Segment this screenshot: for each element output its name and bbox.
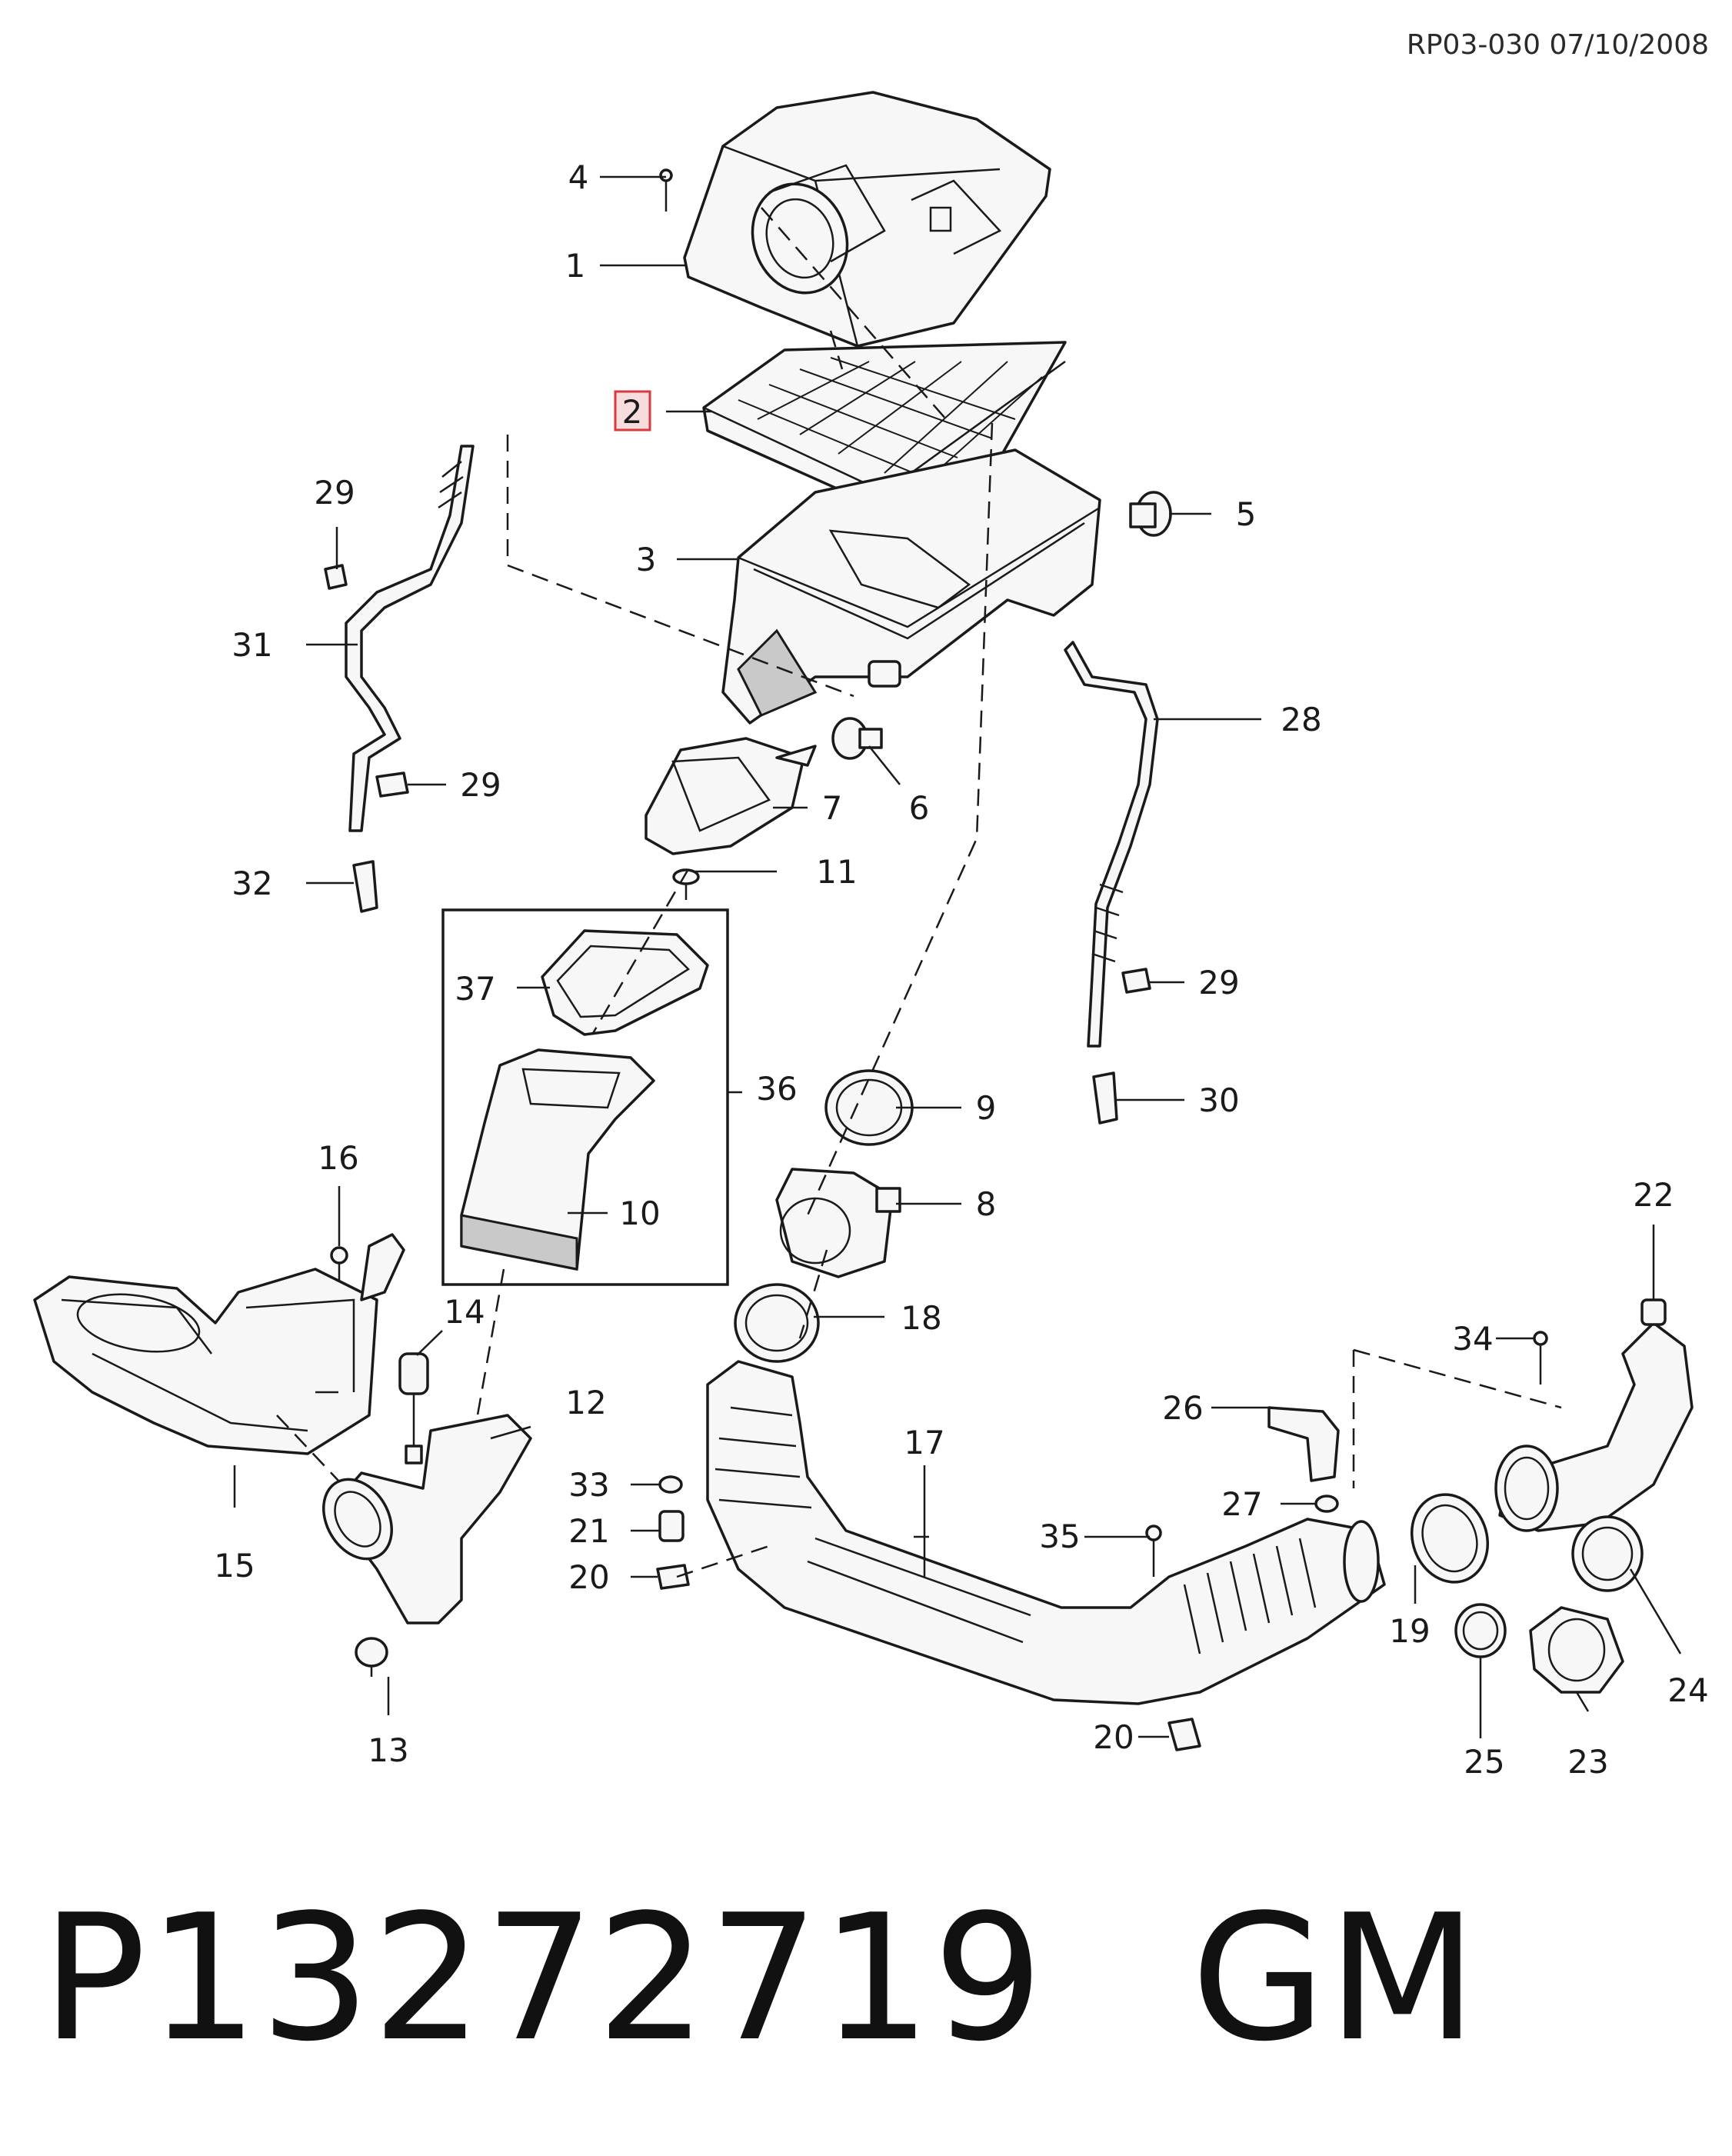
callout-20-upper: 20 (568, 1558, 609, 1596)
callout-13: 13 (368, 1731, 408, 1769)
callout-8: 8 (976, 1185, 997, 1223)
callout-25: 25 (1464, 1743, 1504, 1781)
callout-33: 33 (568, 1466, 609, 1504)
callout-4: 4 (568, 158, 589, 196)
callout-1: 1 (565, 247, 586, 285)
callout-2[interactable]: 2 (622, 393, 643, 431)
callout-27: 27 (1221, 1485, 1262, 1523)
callout-20-lower: 20 (1093, 1718, 1134, 1756)
connector-30[interactable] (1092, 1071, 1118, 1125)
nut-27[interactable] (1314, 1495, 1339, 1513)
bracket-26[interactable] (1267, 1406, 1340, 1482)
callout-19: 19 (1389, 1612, 1430, 1650)
highlight-box-2 (614, 390, 651, 432)
air-cleaner-lower-housing[interactable] (721, 448, 1101, 725)
part-number: P13272719 (42, 1878, 1045, 2080)
callout-29-top: 29 (314, 474, 355, 512)
callout-28: 28 (1281, 701, 1321, 738)
callout-29-mid: 29 (460, 766, 501, 804)
callout-12: 12 (565, 1384, 606, 1421)
kit-36-frame (441, 908, 729, 1286)
callout-37: 37 (455, 970, 495, 1008)
hose-clamp-29b[interactable] (375, 771, 409, 798)
callout-11: 11 (816, 853, 857, 891)
callout-34: 34 (1452, 1320, 1493, 1358)
reference-code: RP03-030 07/10/2008 (1406, 29, 1709, 61)
callout-9: 9 (976, 1089, 997, 1127)
callout-29-right: 29 (1198, 964, 1239, 1001)
bolt-35[interactable] (1145, 1525, 1162, 1577)
air-cleaner-cover[interactable] (683, 91, 1051, 348)
clamp-25[interactable] (1454, 1603, 1507, 1658)
leader-lines (233, 175, 1682, 1738)
callout-labels: 4 1 2 3 5 6 7 11 37 36 10 9 8 18 17 16 1… (214, 158, 1708, 1781)
brand-name: GM (1191, 1878, 1479, 2080)
bolt-16[interactable] (330, 1246, 348, 1281)
clamp-19[interactable] (1400, 1484, 1500, 1593)
bracket-16[interactable] (360, 1233, 405, 1301)
bolt-34[interactable] (1533, 1331, 1548, 1385)
callout-36: 36 (756, 1070, 797, 1108)
callout-21: 21 (568, 1512, 609, 1550)
fastener-11[interactable] (672, 868, 700, 900)
callout-32: 32 (231, 865, 272, 902)
callout-23: 23 (1567, 1743, 1608, 1781)
hose-clamp-29c[interactable] (1121, 968, 1151, 994)
mass-airflow-sensor-8[interactable] (775, 1168, 901, 1278)
intake-duct-7[interactable] (645, 737, 817, 855)
callout-14: 14 (444, 1293, 485, 1331)
callout-15: 15 (214, 1547, 255, 1585)
grommet-14[interactable] (398, 1352, 429, 1465)
connector-32[interactable] (352, 860, 378, 913)
grommet-13[interactable] (355, 1637, 388, 1677)
callout-6: 6 (909, 789, 930, 827)
nut-33[interactable] (658, 1475, 683, 1494)
callout-30: 30 (1198, 1081, 1239, 1119)
assembly-dash-lines (276, 207, 1562, 1578)
callout-7: 7 (822, 789, 843, 827)
seal-37[interactable] (541, 929, 709, 1036)
callout-35: 35 (1039, 1518, 1080, 1555)
grommet-5[interactable] (1129, 491, 1172, 537)
callout-24: 24 (1667, 1671, 1708, 1709)
callout-10: 10 (619, 1195, 660, 1232)
pcv-hose-31[interactable] (345, 445, 475, 832)
callout-17: 17 (904, 1424, 944, 1461)
duct-10[interactable] (460, 1048, 655, 1271)
callout-18: 18 (901, 1299, 941, 1337)
callout-3: 3 (636, 541, 657, 578)
hose-clamp-29a[interactable] (324, 564, 348, 590)
callout-5: 5 (1236, 495, 1257, 533)
callout-22: 22 (1633, 1176, 1674, 1214)
air-inlet-snorkel-15[interactable] (33, 1268, 378, 1455)
callout-16: 16 (318, 1139, 358, 1177)
callout-31: 31 (231, 626, 272, 664)
clip-20-lower[interactable] (1167, 1718, 1201, 1751)
coupling-23[interactable] (1529, 1606, 1624, 1694)
bolt-4[interactable] (659, 168, 673, 212)
clamp-24[interactable] (1571, 1515, 1644, 1592)
resonator-tube-22[interactable] (1494, 1298, 1694, 1532)
air-intake-tube-17[interactable] (706, 1360, 1386, 1705)
clip-20-upper[interactable] (656, 1564, 690, 1590)
isolator-21[interactable] (658, 1510, 684, 1542)
callout-26: 26 (1162, 1389, 1203, 1427)
resonator-duct-12[interactable] (310, 1414, 532, 1624)
clamp-18[interactable] (734, 1283, 820, 1363)
